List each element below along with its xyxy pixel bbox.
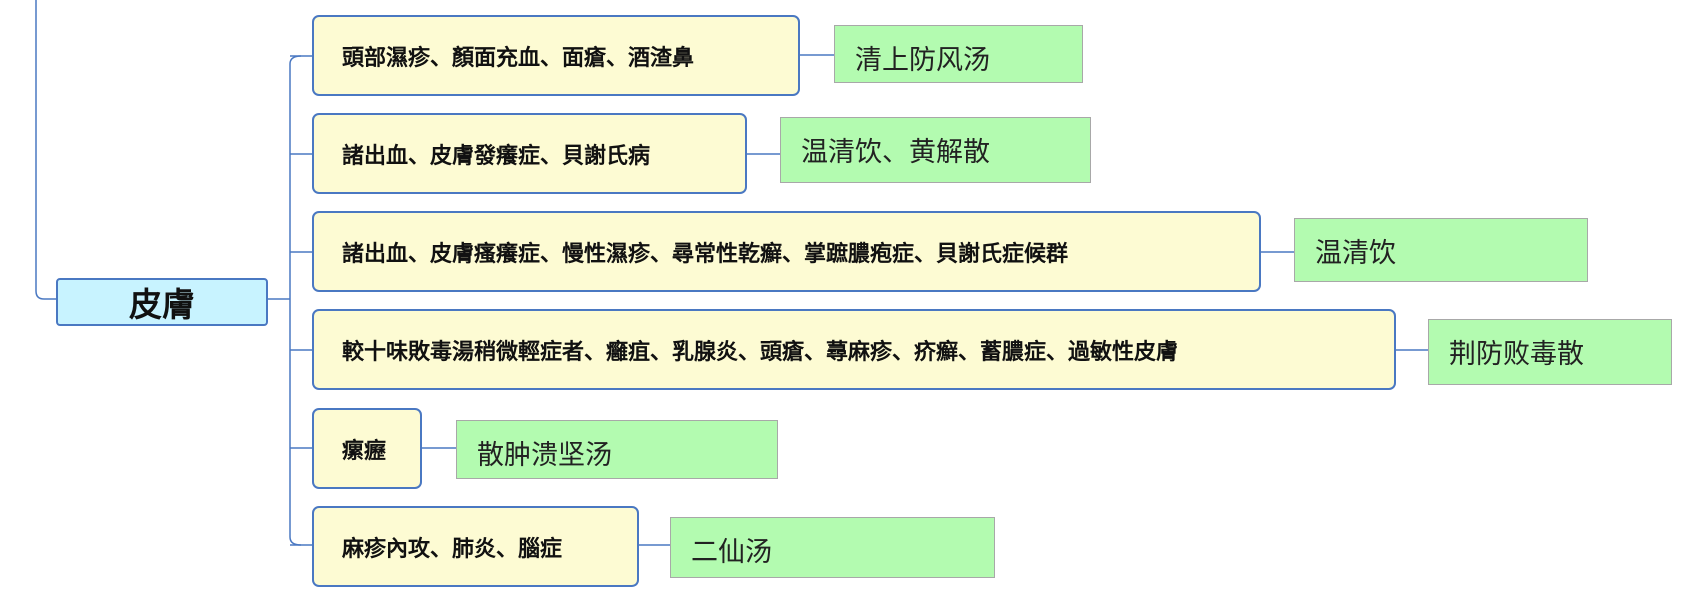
branch-spine [289, 55, 302, 546]
topic-node[interactable]: 頭部濕疹、顏面充血、面瘡、酒渣鼻 [312, 15, 800, 96]
topic-node[interactable]: 麻疹內攻、肺炎、腦症 [312, 506, 639, 587]
parent-connector [35, 0, 56, 300]
topic-node[interactable]: 諸出血、皮膚瘙癢症、慢性濕疹、尋常性乾癬、掌蹠膿疱症、貝謝氏症候群 [312, 211, 1261, 292]
remedy-node[interactable]: 清上防风汤 [834, 25, 1083, 83]
remedy-node[interactable]: 荆防败毒散 [1428, 319, 1672, 385]
topic-node[interactable]: 瘰癧 [312, 408, 422, 489]
root-node-skin[interactable]: 皮膚 [56, 278, 268, 326]
remedy-node[interactable]: 温清饮、黄解散 [780, 117, 1091, 183]
topic-node[interactable]: 諸出血、皮膚發癢症、貝謝氏病 [312, 113, 747, 194]
remedy-node[interactable]: 二仙汤 [670, 517, 995, 578]
topic-node[interactable]: 較十味敗毒湯稍微輕症者、癰疽、乳腺炎、頭瘡、蕁麻疹、疥癬、蓄膿症、過敏性皮膚 [312, 309, 1396, 390]
remedy-node[interactable]: 温清饮 [1294, 218, 1588, 282]
remedy-node[interactable]: 散肿溃坚汤 [456, 420, 778, 479]
